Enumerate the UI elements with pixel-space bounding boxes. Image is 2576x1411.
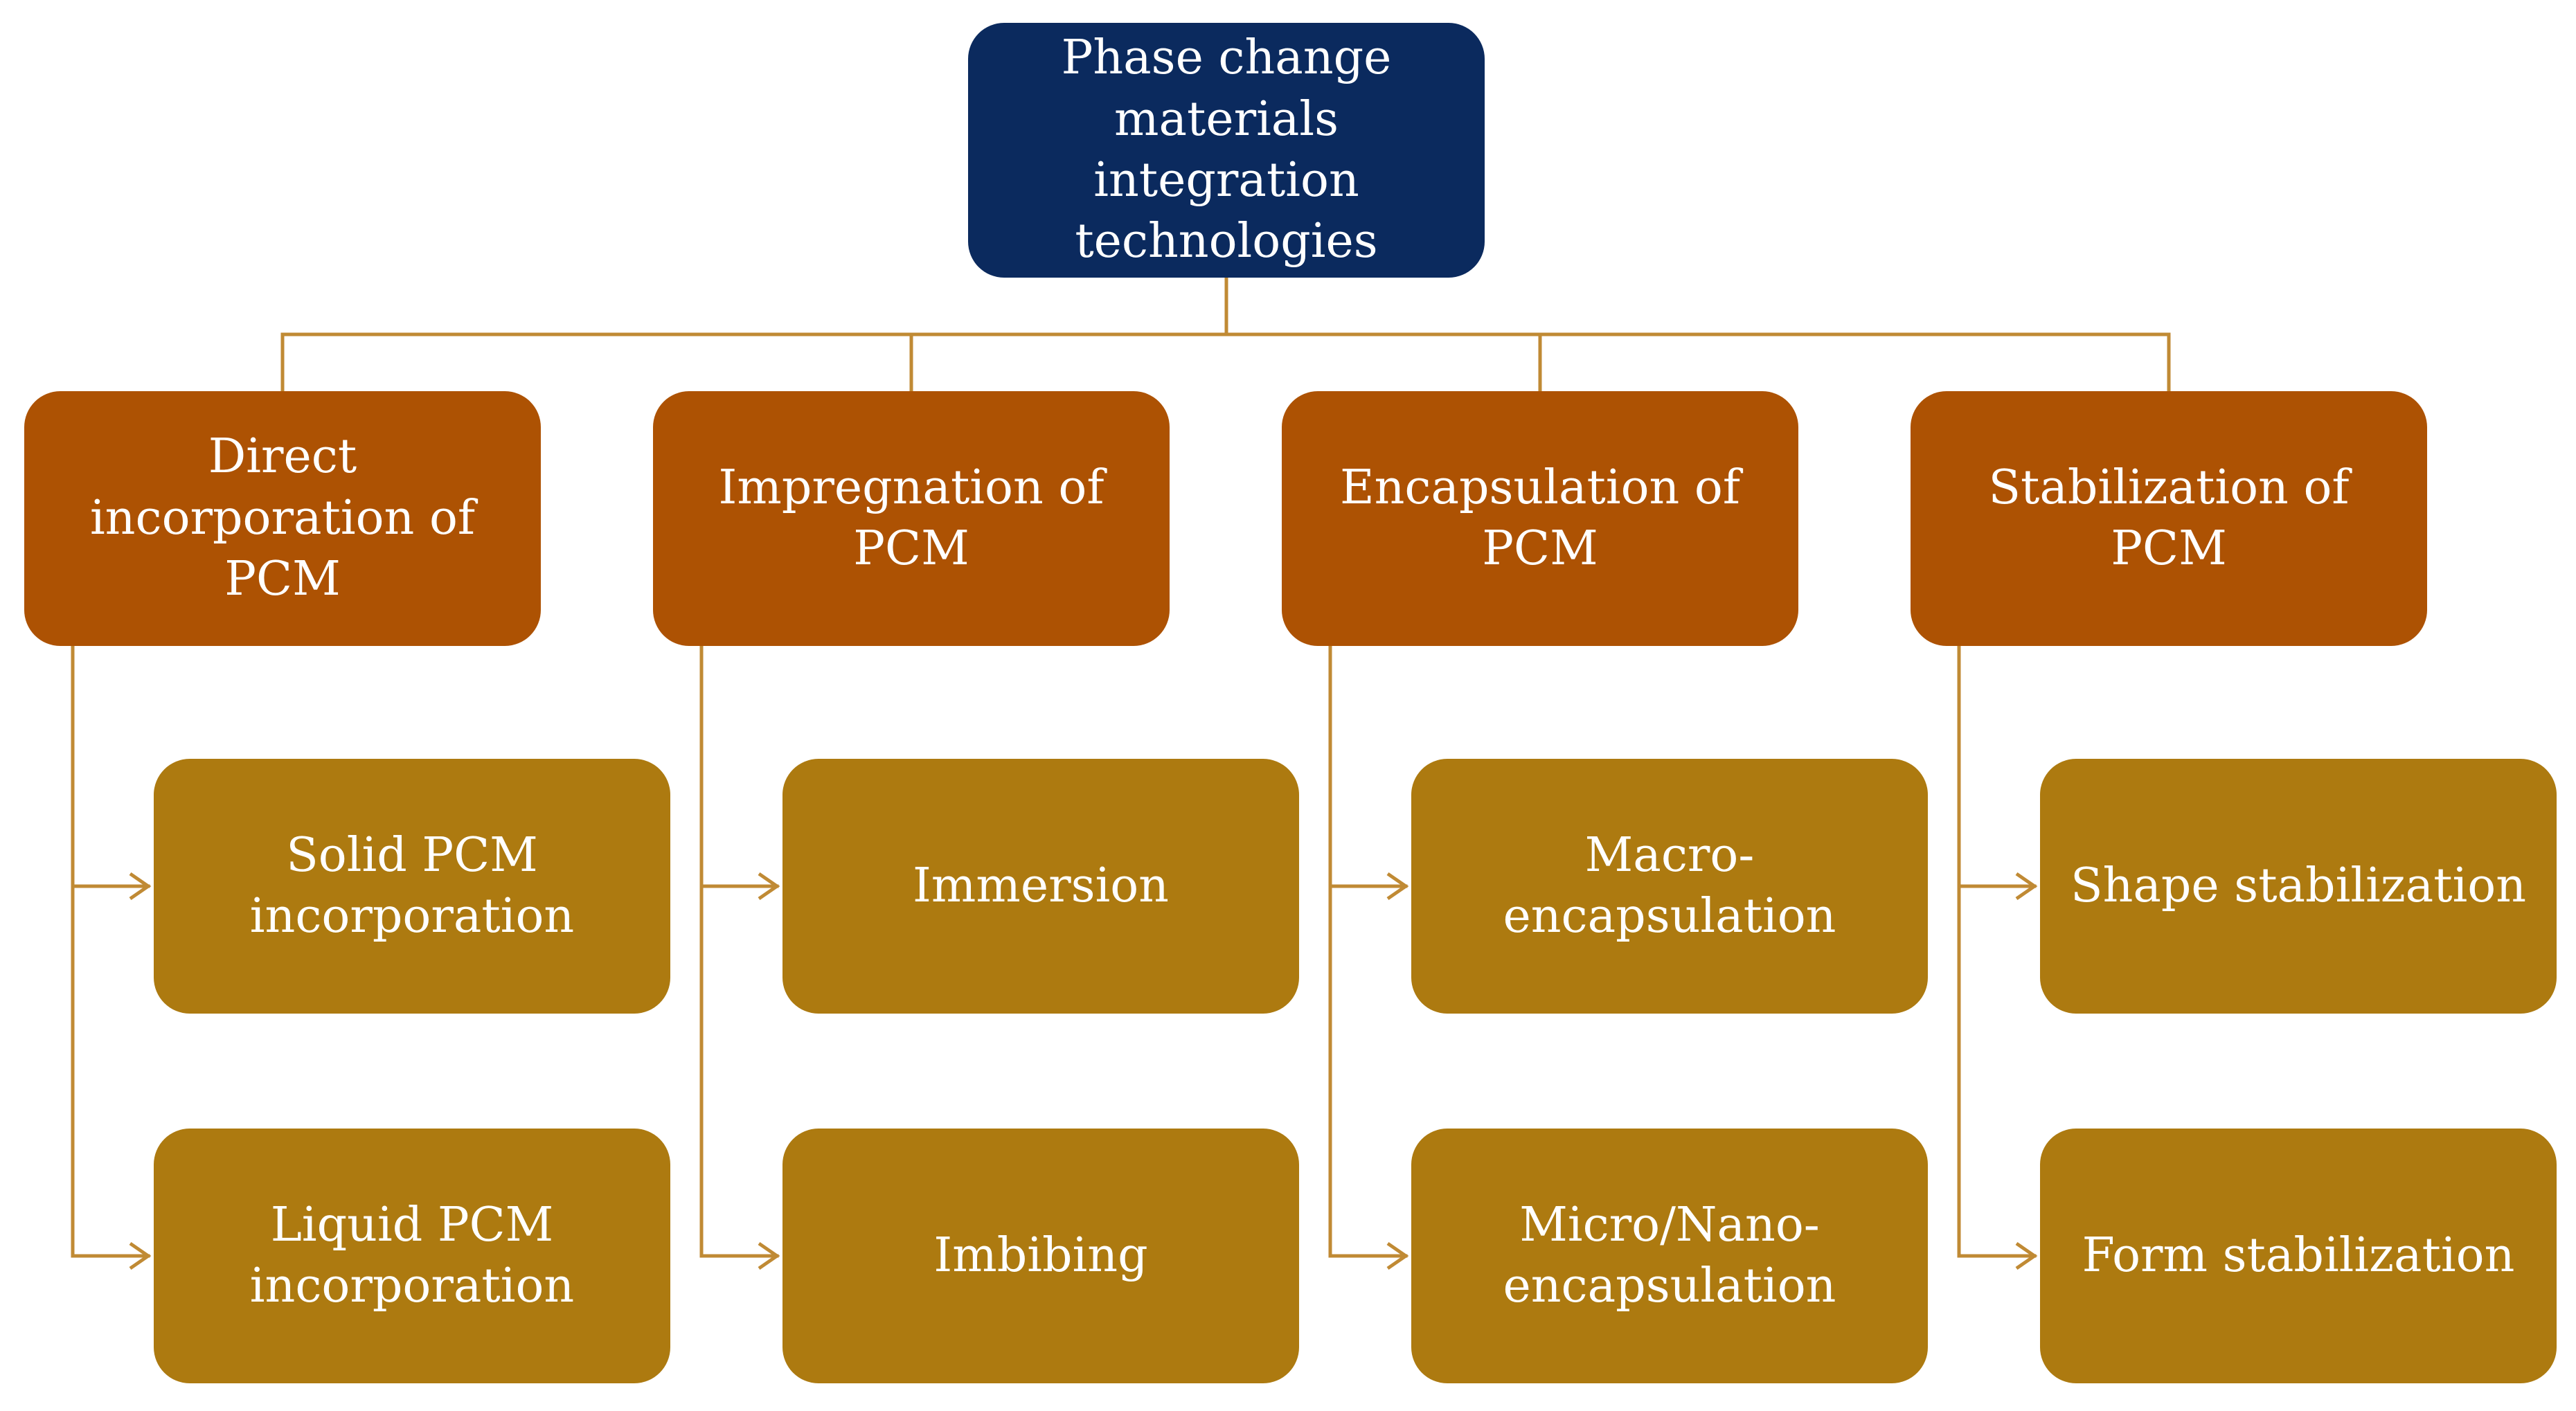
arrow-head <box>1386 872 1409 901</box>
method-micro-nano-encapsulation: Micro/Nano-encapsulation <box>1411 1129 1928 1383</box>
method-shape-stabilization: Shape stabilization <box>2040 759 2557 1014</box>
method-solid-pcm-incorporation: Solid PCM incorporation <box>154 759 670 1014</box>
arrow-head <box>758 872 780 901</box>
arrow-head <box>1386 1241 1409 1270</box>
category-encapsulation: Encapsulation of PCM <box>1282 391 1798 646</box>
arrow-head <box>129 1241 152 1270</box>
method-immersion: Immersion <box>782 759 1299 1014</box>
category-stabilization: Stabilization of PCM <box>1911 391 2427 646</box>
arrow-head <box>129 872 152 901</box>
category-impregnation: Impregnation of PCM <box>653 391 1170 646</box>
method-liquid-pcm-incorporation: Liquid PCM incorporation <box>154 1129 670 1383</box>
arrow-head <box>2015 872 2038 901</box>
method-macro-encapsulation: Macro-encapsulation <box>1411 759 1928 1014</box>
method-form-stabilization: Form stabilization <box>2040 1129 2557 1383</box>
method-imbibing: Imbibing <box>782 1129 1299 1383</box>
root-node: Phase change materials integration techn… <box>968 23 1485 278</box>
arrow-head <box>2015 1241 2038 1270</box>
arrow-head <box>758 1241 780 1270</box>
category-direct-incorporation: Direct incorporation of PCM <box>24 391 541 646</box>
